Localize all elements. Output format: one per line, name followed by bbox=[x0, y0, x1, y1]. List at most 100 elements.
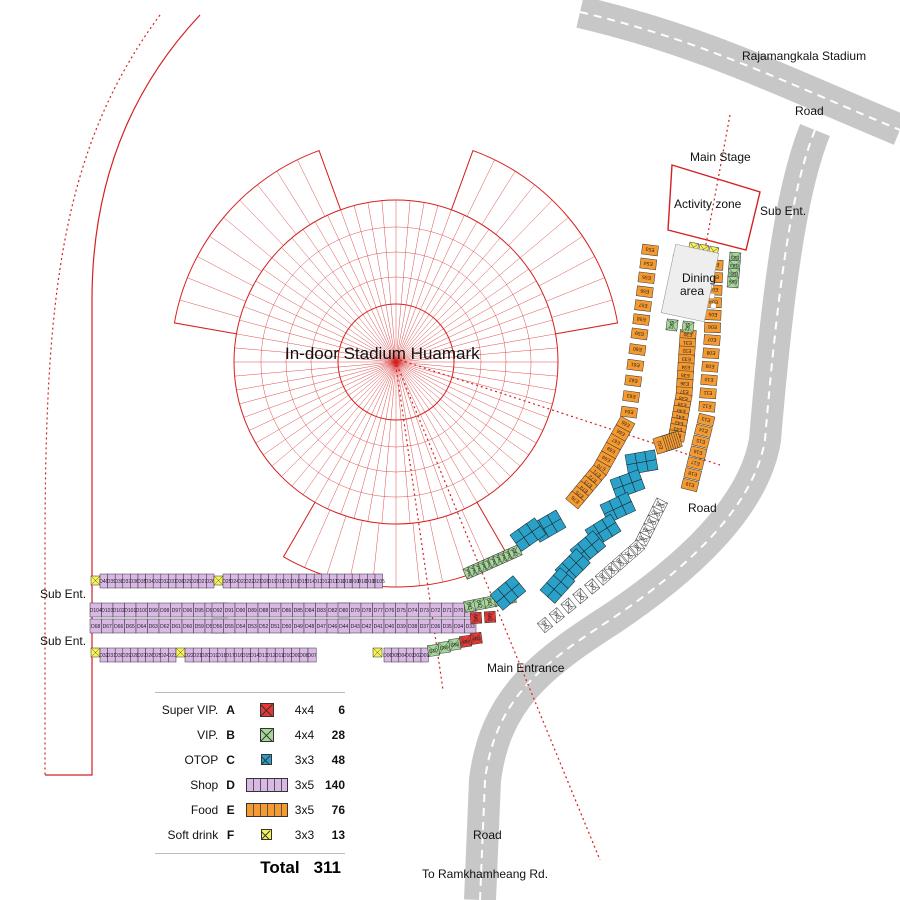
stall[interactable]: D44 bbox=[337, 618, 350, 634]
stall[interactable]: E64 bbox=[620, 405, 638, 419]
stall[interactable]: D99 bbox=[147, 602, 160, 618]
stall[interactable]: D79 bbox=[349, 602, 362, 618]
otop-stall[interactable] bbox=[575, 555, 591, 571]
stall[interactable]: D46 bbox=[326, 618, 339, 634]
stall[interactable]: A03 bbox=[469, 631, 483, 645]
otop-stall[interactable] bbox=[646, 459, 659, 472]
stall[interactable]: E06 bbox=[704, 321, 721, 334]
stall[interactable]: D56 bbox=[211, 618, 224, 634]
stall[interactable]: E61 bbox=[626, 358, 645, 372]
stall[interactable]: D74 bbox=[406, 602, 419, 618]
stall[interactable]: D65 bbox=[124, 618, 137, 634]
stall[interactable]: G11 bbox=[584, 578, 601, 595]
stall[interactable]: E62 bbox=[624, 374, 643, 388]
stall[interactable]: D35 bbox=[441, 618, 454, 634]
stall[interactable]: D41 bbox=[372, 618, 385, 634]
stall[interactable]: D104 bbox=[89, 602, 102, 618]
stall[interactable]: D89 bbox=[246, 602, 259, 618]
otop-stall[interactable] bbox=[591, 538, 607, 553]
stall[interactable]: D86 bbox=[280, 602, 293, 618]
stall[interactable]: D07 bbox=[308, 647, 317, 663]
stall[interactable]: B08 bbox=[448, 637, 462, 651]
stall[interactable]: E53 bbox=[641, 243, 659, 257]
stall[interactable]: D71 bbox=[441, 602, 454, 618]
stall[interactable]: D59 bbox=[193, 618, 206, 634]
stall[interactable]: D83 bbox=[315, 602, 328, 618]
stall[interactable]: B26 bbox=[726, 275, 740, 289]
stall[interactable]: E55 bbox=[637, 271, 656, 285]
stall[interactable]: D49 bbox=[292, 618, 305, 634]
stall[interactable]: A04 bbox=[459, 634, 473, 648]
stall[interactable]: E63 bbox=[622, 390, 641, 403]
otop-stall[interactable] bbox=[560, 574, 576, 589]
stall[interactable]: D91 bbox=[223, 602, 236, 618]
stall[interactable]: D37 bbox=[418, 618, 431, 634]
stall[interactable]: E08 bbox=[702, 347, 720, 360]
stall[interactable]: D26 bbox=[206, 573, 215, 589]
stall[interactable]: E07 bbox=[703, 334, 721, 346]
stall[interactable]: D92 bbox=[211, 602, 224, 618]
stall[interactable]: E11 bbox=[699, 387, 717, 400]
stall[interactable]: D98 bbox=[158, 602, 171, 618]
stall[interactable]: D53 bbox=[246, 618, 259, 634]
stall[interactable]: D95 bbox=[193, 602, 206, 618]
stall[interactable]: D100 bbox=[135, 602, 148, 618]
stall[interactable]: E12 bbox=[698, 400, 716, 413]
stall[interactable]: D60 bbox=[181, 618, 194, 634]
stall[interactable]: E18 bbox=[683, 467, 702, 482]
stall[interactable]: D80 bbox=[337, 602, 350, 618]
stall[interactable]: A01 bbox=[469, 611, 483, 625]
stall[interactable]: D84 bbox=[303, 602, 316, 618]
stall[interactable]: D96 bbox=[181, 602, 194, 618]
stall[interactable]: B10 bbox=[426, 643, 440, 657]
stall[interactable]: D23 bbox=[168, 647, 177, 663]
stall[interactable]: D77 bbox=[372, 602, 385, 618]
stall[interactable]: D33 bbox=[464, 618, 477, 634]
stall[interactable]: A02 bbox=[483, 610, 497, 624]
stall[interactable]: D36 bbox=[429, 618, 442, 634]
stall[interactable]: E58 bbox=[632, 313, 651, 326]
stall[interactable]: E76 bbox=[565, 490, 585, 510]
stall[interactable]: D67 bbox=[101, 618, 114, 634]
stall[interactable]: D101 bbox=[124, 602, 136, 618]
otop-stall[interactable] bbox=[631, 478, 646, 493]
stall[interactable]: D85 bbox=[292, 602, 305, 618]
stall[interactable]: D47 bbox=[315, 618, 328, 634]
stall[interactable]: E54 bbox=[639, 257, 658, 271]
stall[interactable]: E09 bbox=[701, 360, 719, 373]
otop-stall[interactable] bbox=[606, 522, 622, 537]
stall[interactable]: D62 bbox=[158, 618, 171, 634]
otop-stall[interactable] bbox=[531, 525, 547, 541]
stall[interactable]: D97 bbox=[170, 602, 183, 618]
stall[interactable]: E17 bbox=[686, 456, 705, 471]
stall[interactable]: G08 bbox=[611, 554, 629, 571]
stall[interactable]: G06 bbox=[629, 539, 646, 556]
stall[interactable]: D87 bbox=[269, 602, 282, 618]
stall[interactable]: D54 bbox=[234, 618, 247, 634]
stall[interactable]: B21 bbox=[665, 318, 679, 332]
stall[interactable]: D78 bbox=[360, 602, 373, 618]
stall[interactable]: E16 bbox=[688, 445, 708, 460]
stall[interactable]: D72 bbox=[429, 602, 442, 618]
stall[interactable]: D75 bbox=[395, 602, 408, 618]
stall[interactable]: D43 bbox=[349, 618, 362, 634]
stall[interactable]: G14 bbox=[548, 607, 565, 624]
stall[interactable]: D102 bbox=[112, 602, 125, 618]
stall[interactable]: D63 bbox=[147, 618, 160, 634]
stall[interactable]: E60 bbox=[628, 343, 647, 356]
stall[interactable]: D61 bbox=[170, 618, 183, 634]
stall[interactable]: E14 bbox=[694, 423, 713, 438]
stall[interactable]: D76 bbox=[383, 602, 396, 618]
stall[interactable] bbox=[372, 647, 383, 658]
stall[interactable]: E19 bbox=[680, 477, 700, 493]
stall[interactable]: D52 bbox=[257, 618, 270, 634]
otop-stall[interactable] bbox=[624, 452, 637, 466]
stall[interactable]: D64 bbox=[135, 618, 148, 634]
stall[interactable]: D73 bbox=[418, 602, 431, 618]
stall[interactable]: D103 bbox=[101, 602, 113, 618]
stall[interactable]: G09 bbox=[603, 561, 620, 579]
stall[interactable]: D34 bbox=[452, 618, 465, 634]
stall[interactable]: D55 bbox=[223, 618, 236, 634]
stall[interactable]: B12 bbox=[473, 597, 487, 611]
stall[interactable]: G13 bbox=[560, 597, 577, 614]
